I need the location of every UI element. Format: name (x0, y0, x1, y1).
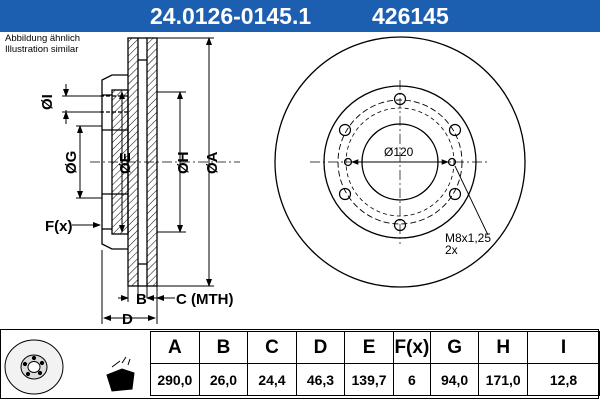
note-line-en: Illustration similar (5, 44, 79, 55)
dim-label-h: ØH (175, 152, 192, 175)
spec-value-a: 290,0 (150, 363, 200, 396)
spec-header-h: H (478, 331, 529, 364)
spec-header-e: E (344, 331, 394, 364)
dim-label-a: ØA (204, 151, 221, 174)
spec-header-d: D (295, 331, 346, 364)
dim-label-e: ØE (117, 152, 134, 174)
spec-table: A B C D E F(x) G H I 290,0 26,0 24,4 46,… (150, 331, 600, 396)
thread-label: M8x1,25 (445, 231, 491, 245)
disc-thumbnail (4, 339, 135, 395)
title-bar: 24.0126-0145.1 426145 (0, 0, 600, 32)
spec-value-h: 171,0 (478, 363, 529, 396)
dim-label-g: ØG (63, 151, 80, 174)
disc-thumbnail-icon (4, 339, 64, 395)
spec-value-c: 24,4 (247, 363, 297, 396)
illustration-note: Abbildung ähnlich Illustration similar (5, 33, 80, 55)
dim-label-b: B (136, 291, 147, 308)
caliper-icon (106, 356, 135, 392)
brake-disc-drawing: ØI ØG ØE ØH ØA F(x) B C (MTH) D (39, 36, 526, 328)
spec-header-g: G (429, 331, 480, 364)
spec-header-a: A (150, 331, 200, 364)
disc-front-view (274, 36, 526, 288)
dim-label-f: F(x) (45, 218, 73, 235)
spec-header-i: I (527, 331, 600, 364)
spec-value-g: 94,0 (429, 363, 480, 396)
dimension-lines (62, 37, 214, 324)
dim-label-c: C (MTH) (176, 291, 233, 308)
spec-value-f: 6 (392, 363, 431, 396)
note-line-de: Abbildung ähnlich (5, 33, 81, 44)
dim-label-d: D (122, 311, 133, 328)
spec-header-c: C (247, 331, 297, 364)
spec-header-b: B (198, 331, 249, 364)
spec-value-e: 139,7 (344, 363, 394, 396)
spec-header-row: A B C D E F(x) G H I (150, 331, 600, 364)
pcd-label: Ø120 (384, 145, 414, 159)
dim-label-i: ØI (39, 94, 56, 110)
spec-value-i: 12,8 (527, 363, 600, 396)
spec-value-b: 26,0 (198, 363, 249, 396)
thread-count-label: 2x (445, 243, 458, 257)
spec-value-d: 46,3 (295, 363, 346, 396)
spec-header-f: F(x) (392, 331, 431, 364)
reference-number: 426145 (372, 3, 449, 29)
part-number: 24.0126-0145.1 (150, 3, 312, 29)
spec-value-row: 290,0 26,0 24,4 46,3 139,7 6 94,0 171,0 … (150, 363, 600, 396)
